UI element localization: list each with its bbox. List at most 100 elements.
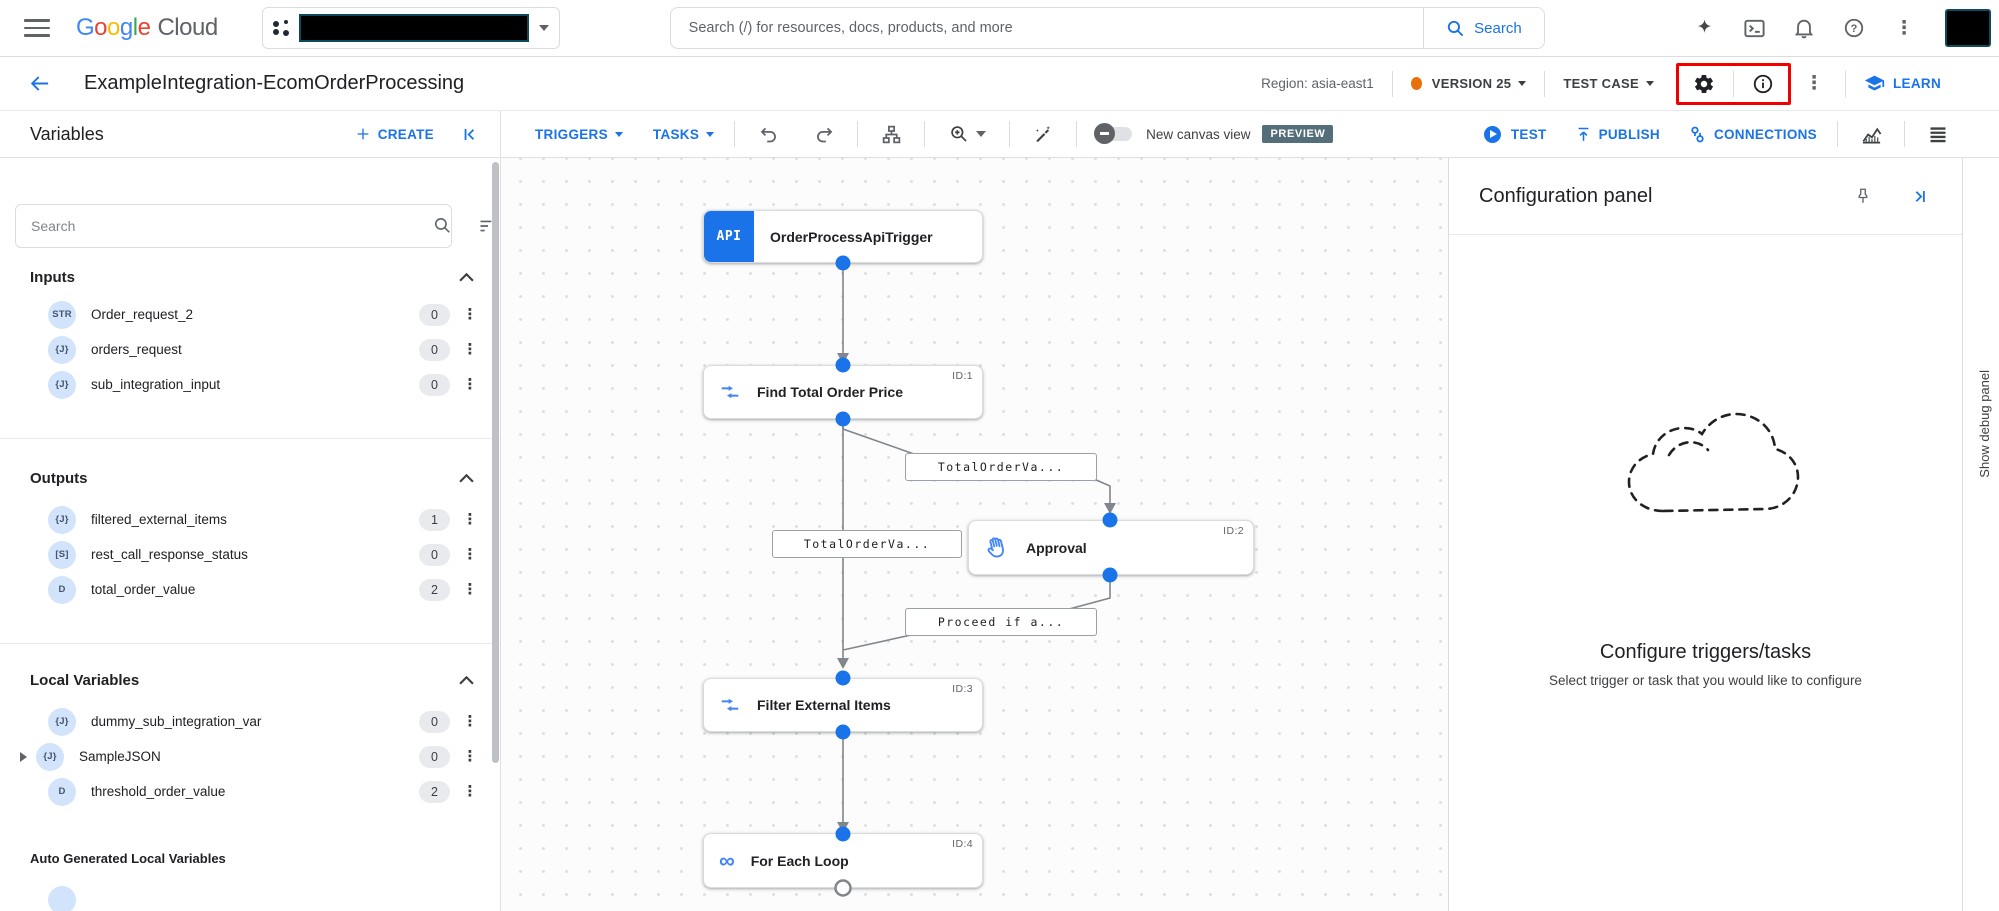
project-grid-icon: [272, 20, 289, 36]
variable-row[interactable]: {J} orders_request 0 ⋮: [0, 332, 500, 367]
edge-label[interactable]: TotalOrderVa...: [772, 530, 962, 558]
highlighted-settings-group: [1676, 62, 1791, 105]
new-canvas-view-label: New canvas view: [1146, 126, 1251, 142]
gemini-sparkle-icon[interactable]: [1691, 15, 1717, 41]
logo-cloud-text: Cloud: [157, 14, 218, 41]
collapse-variables-panel-icon[interactable]: [456, 121, 482, 147]
row-menu-icon[interactable]: ⋮: [462, 510, 478, 528]
usage-count-badge: 0: [419, 543, 450, 566]
variables-search-input[interactable]: [15, 204, 452, 248]
variable-row[interactable]: D threshold_order_value 2 ⋮: [0, 774, 500, 809]
chevron-up-icon[interactable]: [459, 672, 474, 689]
variable-row[interactable]: {J} sub_integration_input 0 ⋮: [0, 367, 500, 402]
node-order-process-api-trigger[interactable]: API OrderProcessApiTrigger: [703, 210, 983, 263]
sort-filter-icon[interactable]: [478, 216, 498, 241]
node-for-each-loop[interactable]: ID:4 ∞ For Each Loop: [703, 833, 983, 888]
row-menu-icon[interactable]: ⋮: [462, 340, 478, 358]
row-menu-icon[interactable]: ⋮: [462, 545, 478, 563]
variable-row[interactable]: D total_order_value 2 ⋮: [0, 572, 500, 607]
pin-icon[interactable]: [1850, 183, 1876, 209]
node-find-total-order-price[interactable]: ID:1 Find Total Order Price: [703, 365, 983, 419]
tasks-label: TASKS: [652, 126, 700, 142]
data-mapping-icon: [719, 694, 741, 716]
variable-name: sub_integration_input: [91, 377, 221, 392]
row-menu-icon[interactable]: ⋮: [462, 580, 478, 598]
edge-label[interactable]: TotalOrderVa...: [905, 453, 1097, 481]
logs-list-icon[interactable]: [1925, 121, 1951, 147]
variable-row[interactable]: {J} dummy_sub_integration_var 0 ⋮: [0, 704, 500, 739]
hamburger-menu-icon[interactable]: [24, 19, 50, 37]
info-icon[interactable]: [1750, 71, 1776, 97]
search-button-label: Search: [1474, 19, 1522, 37]
node-filter-external-items[interactable]: ID:3 Filter External Items: [703, 678, 983, 732]
tasks-dropdown[interactable]: TASKS: [652, 126, 715, 142]
variable-row-partial[interactable]: [0, 882, 500, 911]
metrics-chart-icon[interactable]: [1858, 121, 1884, 147]
more-actions-icon[interactable]: ⋮: [1804, 73, 1824, 94]
divider: [0, 438, 500, 439]
test-case-dropdown[interactable]: TEST CASE: [1563, 76, 1654, 91]
cloud-shell-icon[interactable]: [1741, 15, 1767, 41]
account-avatar-redacted[interactable]: [1945, 9, 1991, 47]
row-menu-icon[interactable]: ⋮: [462, 305, 478, 323]
create-label: CREATE: [377, 126, 434, 142]
undo-icon[interactable]: [755, 121, 781, 147]
edge-label[interactable]: Proceed if a...: [905, 608, 1097, 636]
connections-button[interactable]: CONNECTIONS: [1688, 125, 1817, 144]
section-header-outputs: Outputs: [0, 470, 500, 487]
variable-row[interactable]: {J} SampleJSON 0 ⋮: [0, 739, 500, 774]
sidebar-scrollbar[interactable]: [492, 162, 499, 763]
test-case-label: TEST CASE: [1563, 76, 1639, 91]
learn-button[interactable]: LEARN: [1864, 73, 1941, 94]
publish-up-icon: [1578, 127, 1589, 141]
global-search-input[interactable]: [670, 8, 1424, 48]
edit-wand-icon[interactable]: [1030, 121, 1056, 147]
redo-icon[interactable]: [811, 121, 837, 147]
usage-count-badge: 1: [419, 508, 450, 531]
variable-row[interactable]: {J} filtered_external_items 1 ⋮: [0, 502, 500, 537]
row-menu-icon[interactable]: ⋮: [462, 747, 478, 765]
variable-row[interactable]: STR Order_request_2 0 ⋮: [0, 297, 500, 332]
type-badge: {J}: [48, 707, 76, 736]
usage-count-badge: 0: [419, 373, 450, 396]
help-icon[interactable]: ?: [1841, 15, 1867, 41]
node-id: ID:4: [952, 838, 973, 850]
collapse-panel-right-icon[interactable]: [1906, 183, 1932, 209]
loop-icon: ∞: [719, 847, 735, 873]
publish-button[interactable]: PUBLISH: [1575, 126, 1660, 143]
node-approval[interactable]: ID:2 Approval: [968, 520, 1254, 575]
chevron-down-icon: [614, 131, 623, 137]
triggers-dropdown[interactable]: TRIGGERS: [535, 127, 623, 142]
configuration-panel-body: Configure triggers/tasks Select trigger …: [1449, 235, 1962, 911]
auto-layout-icon[interactable]: [878, 121, 904, 147]
variable-name: threshold_order_value: [91, 784, 226, 799]
test-button[interactable]: TEST: [1483, 125, 1547, 143]
row-menu-icon[interactable]: ⋮: [462, 375, 478, 393]
preview-badge: PREVIEW: [1262, 125, 1334, 143]
global-search: Search: [669, 7, 1545, 49]
search-button[interactable]: Search: [1423, 8, 1544, 48]
show-debug-panel-label[interactable]: Show debug panel: [1977, 370, 1992, 478]
row-menu-icon[interactable]: ⋮: [462, 712, 478, 730]
zoom-control[interactable]: [945, 121, 989, 147]
row-menu-icon[interactable]: ⋮: [462, 782, 478, 800]
variable-row[interactable]: [S] rest_call_response_status 0 ⋮: [0, 537, 500, 572]
back-arrow-icon[interactable]: [28, 72, 51, 95]
project-selector[interactable]: [261, 7, 560, 49]
node-title: OrderProcessApiTrigger: [770, 228, 933, 245]
expand-arrow-icon[interactable]: [20, 751, 27, 762]
create-variable-button[interactable]: CREATE: [355, 126, 434, 142]
settings-gear-icon[interactable]: [1691, 71, 1717, 97]
flow-canvas[interactable]: TotalOrderVa... TotalOrderVa... Proceed …: [501, 158, 1448, 911]
school-icon: [1864, 75, 1885, 91]
usage-count-badge: 0: [419, 338, 450, 361]
chevron-up-icon[interactable]: [459, 470, 474, 487]
search-icon: [1447, 20, 1464, 36]
overflow-menu-icon[interactable]: ⋮: [1894, 17, 1914, 39]
editor-toolbar: Variables CREATE TRIGGERS TASKS New canv…: [0, 111, 1999, 158]
new-canvas-view-toggle[interactable]: [1094, 123, 1133, 144]
version-dropdown[interactable]: VERSION 25: [1432, 76, 1527, 91]
chevron-up-icon[interactable]: [459, 269, 474, 286]
notifications-bell-icon[interactable]: [1791, 15, 1817, 41]
